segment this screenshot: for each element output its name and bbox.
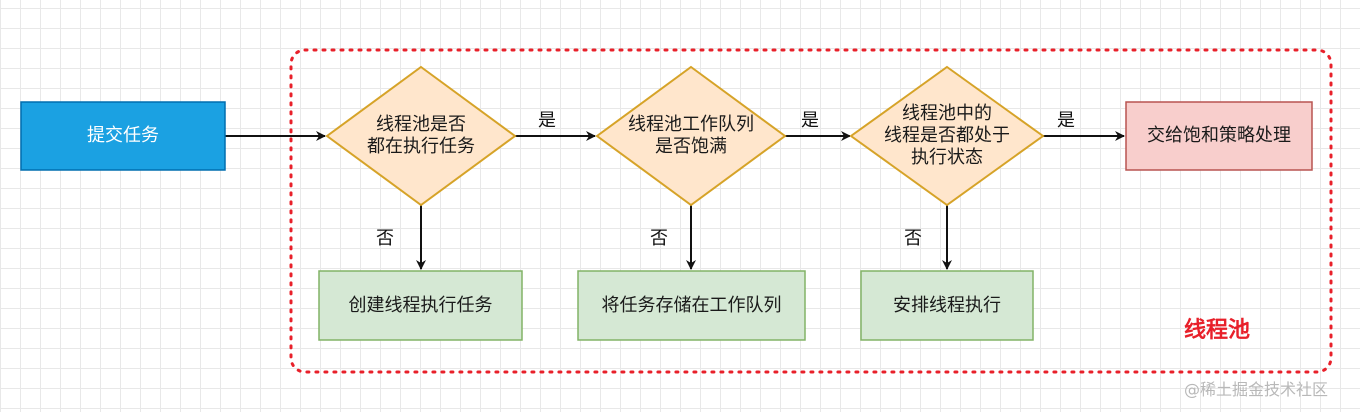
- decision-all-busy: [849, 65, 1045, 207]
- store-queue-node: [577, 270, 806, 341]
- thread-pool-title: 线程池: [1184, 318, 1251, 343]
- edge-label-no-3: 否: [904, 228, 922, 249]
- edge-label-no-1: 否: [376, 228, 394, 249]
- reject-policy-node: [1125, 101, 1313, 171]
- edge-label-yes-1: 是: [538, 110, 556, 131]
- decision-all-busy-label: 线程池中的 线程是否都处于 执行状态: [884, 103, 1010, 168]
- decision-queue-full-label: 线程池工作队列 是否饱满: [628, 114, 754, 157]
- decision-core-busy-label: 线程池是否 都在执行任务: [367, 114, 475, 157]
- decision-core-busy: [325, 65, 517, 207]
- thread-pool-container: [289, 48, 1333, 374]
- decision-queue-full: [595, 65, 787, 207]
- edge-label-no-2: 否: [650, 228, 668, 249]
- arrange-thread-node: [860, 270, 1034, 341]
- submit-task-label: 提交任务: [87, 125, 159, 146]
- watermark: @稀土掘金技术社区: [1184, 380, 1329, 399]
- store-queue-label: 将任务存储在工作队列: [601, 294, 782, 316]
- arrange-thread-label: 安排线程执行: [893, 294, 1001, 316]
- edge-label-yes-2: 是: [801, 110, 819, 131]
- reject-policy-label: 交给饱和策略处理: [1147, 125, 1291, 146]
- create-thread-node: [318, 270, 523, 341]
- edge-label-yes-3: 是: [1057, 110, 1075, 131]
- submit-task-node: [20, 101, 226, 171]
- create-thread-label: 创建线程执行任务: [348, 294, 493, 316]
